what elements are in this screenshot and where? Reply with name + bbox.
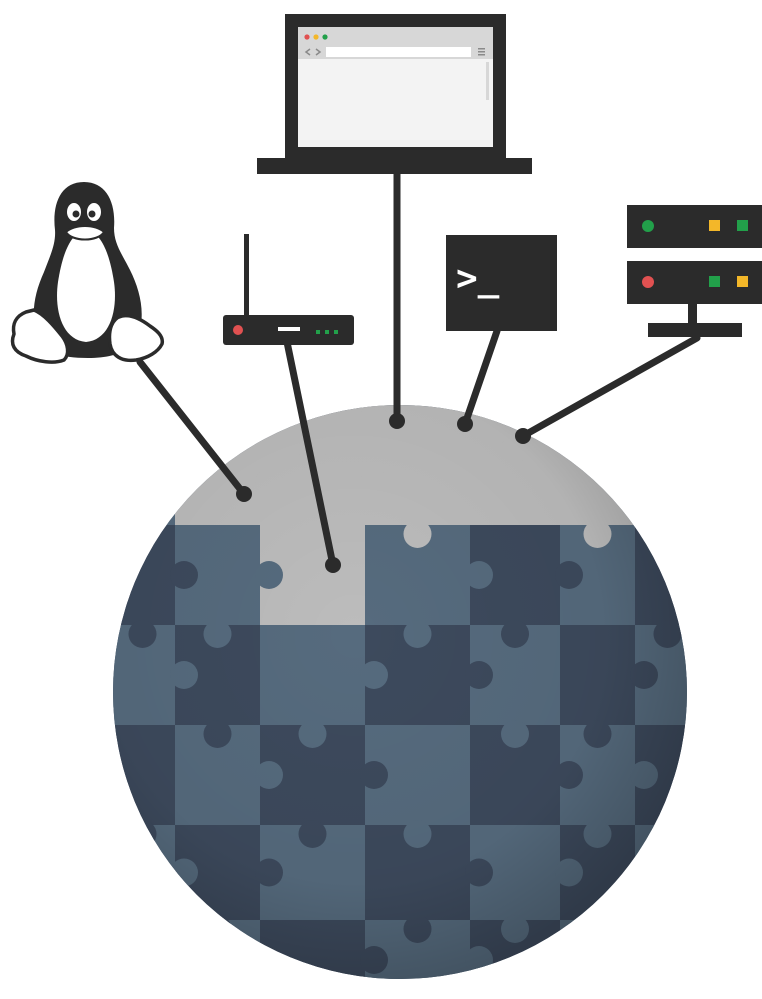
- router-antenna: [244, 234, 249, 318]
- router-connection-line: [283, 338, 337, 569]
- linux-connection-line: [136, 358, 248, 498]
- terminal-icon: >_: [446, 235, 557, 331]
- puzzle-tile: [560, 405, 635, 440]
- puzzle-knob: [170, 946, 198, 974]
- puzzle-knob: [630, 468, 658, 497]
- terminal-connection-dot: [457, 416, 473, 432]
- puzzle-tile: [635, 920, 687, 979]
- router-power-led: [233, 325, 243, 335]
- server-top-status-led: [642, 220, 654, 232]
- penguin-left-pupil: [72, 210, 80, 218]
- browser-menu-icon: [478, 48, 485, 50]
- laptop-connection-dot: [389, 413, 405, 429]
- puzzle-tile: [113, 920, 175, 979]
- terminal-connection-line: [461, 327, 501, 428]
- linux-connection-dot: [236, 486, 252, 502]
- puzzle-tile: [635, 440, 687, 525]
- browser-back-icon: [304, 48, 311, 56]
- puzzle-knob: [128, 915, 157, 943]
- router-led-2: [325, 330, 329, 334]
- puzzle-tile: [635, 405, 687, 440]
- laptop-base: [257, 158, 532, 174]
- puzzle-globe: [113, 405, 687, 979]
- browser-menu-icon-bar-3: [478, 54, 485, 56]
- penguin-left-foot: [10, 308, 70, 364]
- server-stand-post: [688, 304, 697, 326]
- puzzle-knob: [583, 435, 612, 463]
- puzzle-knob: [630, 405, 658, 432]
- server-top-indicator-1: [709, 220, 720, 231]
- puzzle-knob: [128, 520, 157, 548]
- penguin-right-pupil: [88, 210, 96, 218]
- puzzle-knob: [630, 946, 658, 974]
- server-bottom-indicator-2: [737, 276, 748, 287]
- puzzle-tile: [113, 405, 175, 440]
- terminal-prompt: >_: [456, 258, 500, 299]
- browser-minimize-dot: [313, 34, 319, 40]
- browser-maximize-dot: [322, 34, 328, 40]
- browser-address-bar: [326, 47, 471, 57]
- browser-close-dot: [304, 34, 310, 40]
- server-top-indicator-2: [737, 220, 748, 231]
- connection-lines: [136, 168, 701, 569]
- router-led-1: [316, 330, 320, 334]
- wifi-router-icon: [223, 234, 354, 345]
- puzzle-tile: [560, 920, 635, 979]
- browser-scrollbar: [486, 62, 489, 100]
- server-connection-line: [519, 334, 701, 440]
- server-connection-dot: [515, 428, 531, 444]
- router-connection-dot: [325, 557, 341, 573]
- server-bottom-status-led: [642, 276, 654, 288]
- server-stand-base: [648, 323, 742, 337]
- puzzle-knob: [653, 915, 682, 943]
- terminal-window: [446, 235, 557, 331]
- tux-penguin-icon: [10, 182, 165, 364]
- router-slot: [278, 327, 300, 331]
- puzzle-knob: [653, 520, 682, 548]
- penguin-belly: [57, 230, 115, 342]
- puzzle-knob: [653, 820, 682, 848]
- connection-dots: [236, 413, 531, 573]
- server-rack-icon: [627, 205, 762, 337]
- penguin-beak: [64, 225, 106, 241]
- laptop-browser-icon: [257, 14, 532, 174]
- browser-menu-icon-bar-2: [478, 51, 485, 53]
- router-led-3: [334, 330, 338, 334]
- browser-forward-icon: [315, 48, 322, 56]
- server-bottom-indicator-1: [709, 276, 720, 287]
- puzzle-tile: [113, 440, 175, 525]
- penguin-right-foot: [107, 313, 165, 363]
- globe-shading: [113, 405, 687, 979]
